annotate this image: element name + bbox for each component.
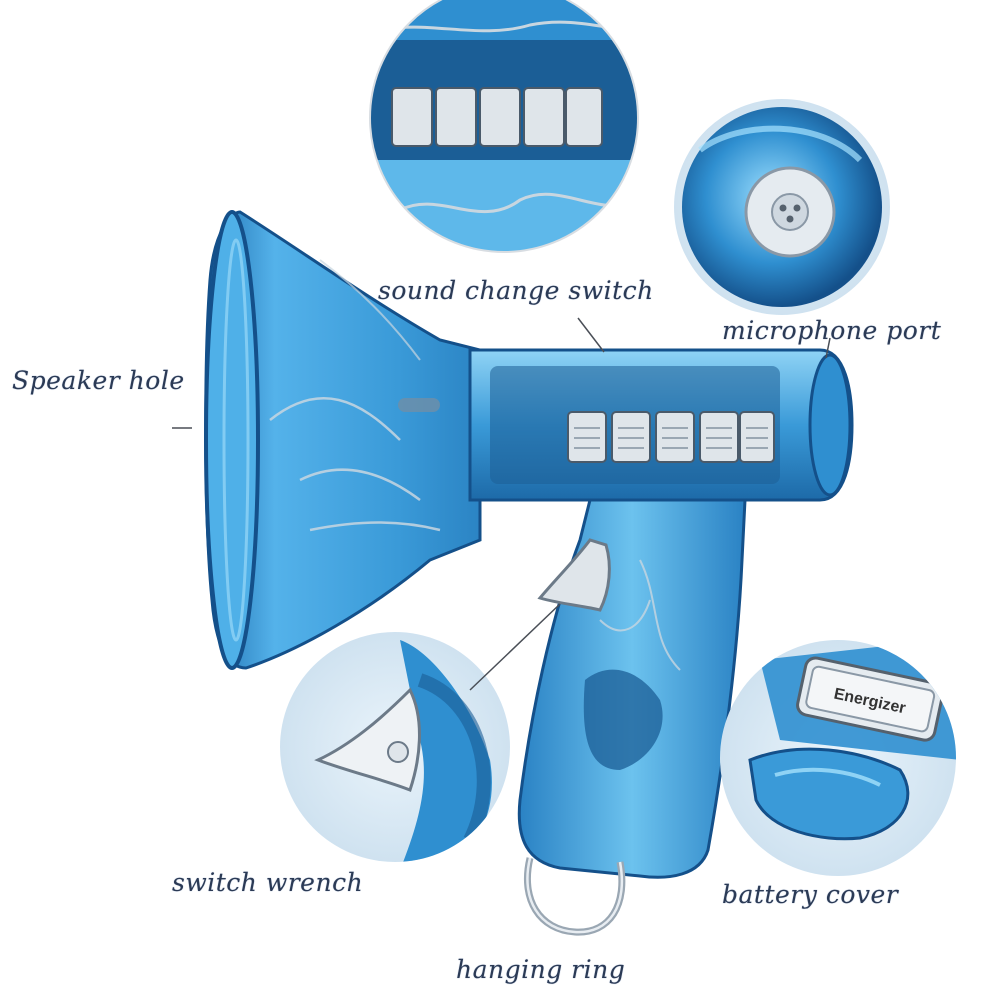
wrench-closeup bbox=[314, 640, 492, 862]
switch-wrench bbox=[537, 538, 611, 612]
switch-closeup bbox=[370, 0, 638, 252]
label-hanging-ring: hanging ring bbox=[456, 955, 626, 984]
label-battery-cover: battery cover bbox=[722, 880, 899, 909]
microphone-closeup bbox=[682, 107, 882, 307]
label-switch-wrench: switch wrench bbox=[172, 868, 364, 897]
speaker-rim bbox=[204, 210, 260, 670]
label-speaker-hole: Speaker hole bbox=[12, 366, 185, 395]
label-sound-change-switch: sound change switch bbox=[378, 276, 654, 305]
label-microphone-port: microphone port bbox=[722, 316, 942, 345]
battery-closeup bbox=[748, 640, 956, 841]
